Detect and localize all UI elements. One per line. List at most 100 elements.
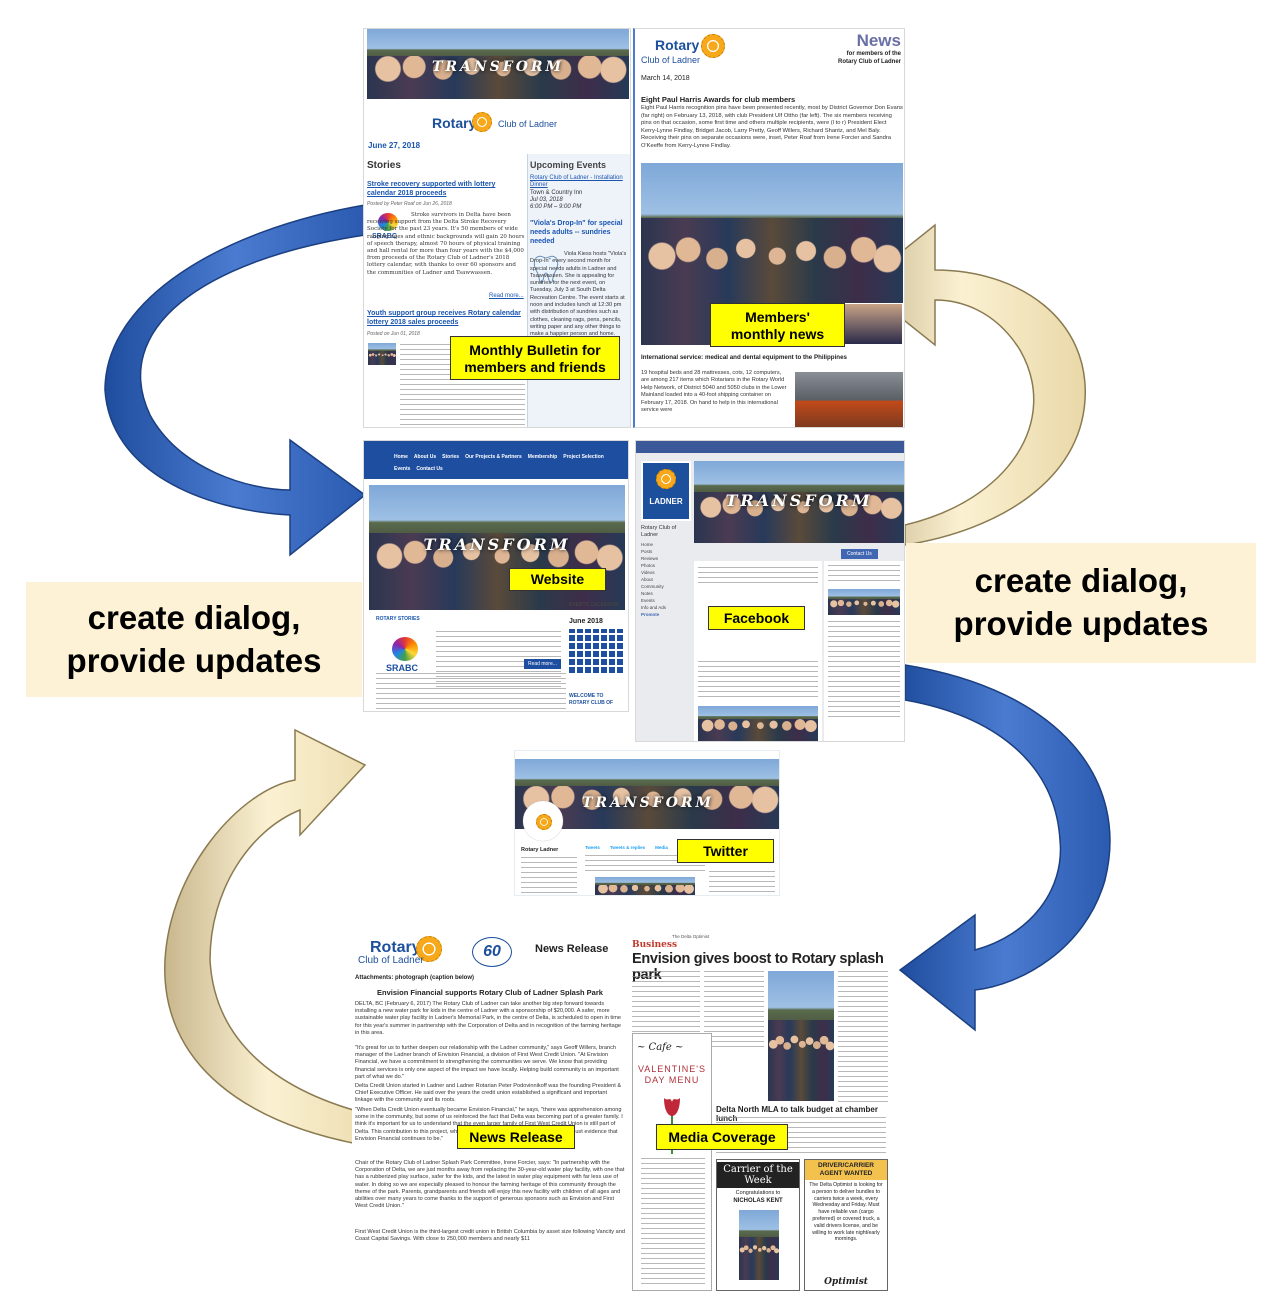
srabc-text: SRABC (372, 233, 397, 240)
twitter-tab-replies[interactable]: Tweets & replies (609, 845, 646, 850)
rotary-wheel-icon (472, 112, 492, 132)
website-welcome: WELCOME TO ROTARY CLUB OF (569, 693, 614, 706)
media-congrats: Congratulations to (735, 1190, 781, 1196)
news-body: Eight Paul Harris recognition pins have … (641, 105, 903, 149)
bulletin-story1-meta: Posted by Peter Roaf on Jun 26, 2018 (367, 201, 452, 207)
bulletin-rotary-logo: Rotary (432, 115, 477, 131)
bulletin-event1[interactable]: Rotary Club of Ladner - Installation Din… (530, 175, 623, 188)
fb-menu-about[interactable]: About (641, 577, 653, 582)
facebook-ladner: LADNER (649, 497, 683, 506)
media-ad-script: ~ Cafe ~ (637, 1042, 684, 1053)
website-banner-photo: TRANSFORM (369, 485, 625, 610)
anniversary-logo: 60 (472, 937, 512, 967)
nav-events[interactable]: Events (394, 466, 411, 472)
twitter-avatar (523, 801, 563, 841)
media-carrier-box: Carrier of the Week Congratulations to N… (716, 1159, 800, 1291)
fb-menu-community[interactable]: Community (641, 584, 664, 589)
news-body2: 19 hospital beds and 28 mattresses, cots… (641, 370, 787, 414)
website-calendar (569, 629, 623, 673)
facebook-menu: Home Posts Reviews Photos Videos About C… (641, 541, 691, 618)
left-dialog-text: create dialog, provide updates (66, 598, 322, 679)
fb-menu-photos[interactable]: Photos (641, 563, 656, 568)
twitter-tab-tweets[interactable]: Tweets (585, 845, 600, 850)
tooth-icon (532, 254, 560, 284)
nav-home[interactable]: Home (394, 454, 408, 460)
facebook-top-bar (636, 441, 904, 453)
bulletin-event1-time: 6:00 PM – 9:00 PM (530, 204, 582, 210)
fb-menu-videos[interactable]: Videos (641, 570, 655, 575)
news-rotary-logo: Rotary (655, 37, 700, 53)
website-events-label: EVENTS CALENDAR (569, 602, 619, 608)
bulletin-events-heading: Upcoming Events (530, 160, 607, 170)
right-dialog-text: create dialog, provide updates (953, 562, 1209, 642)
news-panel: Rotary Club of Ladner News for members o… (633, 28, 905, 428)
label-members-news: Members' monthly news (710, 303, 845, 347)
fb-menu-notes[interactable]: Notes (641, 591, 653, 596)
nav-stories[interactable]: Stories (442, 454, 460, 460)
label-website: Website (509, 568, 606, 591)
bulletin-story1-title[interactable]: Stroke recovery supported with lottery c… (367, 181, 496, 197)
bulletin-event2-title[interactable]: "Viola's Drop-In" for special needs adul… (530, 220, 623, 245)
facebook-logo-box: LADNER (641, 461, 691, 521)
news-headline2: International service: medical and denta… (641, 354, 847, 361)
bulletin-story2-meta: Posted on Jun 01, 2018 (367, 331, 420, 337)
nav-contact[interactable]: Contact Us (416, 466, 443, 472)
srabc-logo: SRABC (372, 213, 404, 243)
website-panel: Home About Us Stories Our Projects & Par… (363, 440, 629, 712)
release-heading: News Release (535, 943, 609, 955)
nav-project-selection[interactable]: Project Selection (563, 454, 604, 460)
fb-menu-promote[interactable]: Promote (641, 612, 660, 617)
release-p1: DELTA, BC (February 6, 2017) The Rotary … (355, 1001, 621, 1036)
website-stories-label: ROTARY STORIES (376, 616, 420, 622)
facebook-cover-photo: TRANSFORM (694, 461, 904, 543)
media-driver-text: The Delta Optimist is looking for a pers… (809, 1182, 883, 1243)
nav-projects[interactable]: Our Projects & Partners (465, 454, 522, 460)
bulletin-read-more[interactable]: Read more... (489, 293, 524, 299)
release-p3: Delta Credit Union started in Ladner and… (355, 1083, 622, 1104)
bulletin-panel: TRANSFORM Rotary Club of Ladner June 27,… (363, 28, 631, 428)
media-ad-title: VALENTINE'S DAY MENU (637, 1064, 707, 1085)
website-srabc-logo: SRABC (384, 637, 428, 675)
fb-menu-reviews[interactable]: Reviews (641, 556, 659, 561)
twitter-banner-text: TRANSFORM (581, 795, 715, 811)
label-bulletin: Monthly Bulletin for members and friends (450, 336, 620, 380)
twitter-tab-media[interactable]: Media (655, 845, 668, 850)
fb-menu-posts[interactable]: Posts (641, 549, 653, 554)
label-twitter: Twitter (677, 839, 774, 863)
fb-menu-events[interactable]: Events (641, 598, 655, 603)
label-news-release: News Release (457, 1125, 575, 1149)
bulletin-story1-text: Stroke survivors in Delta have been rece… (367, 212, 525, 276)
website-nav-items: Home About Us Stories Our Projects & Par… (394, 454, 624, 472)
fb-menu-info[interactable]: Info and Ads (641, 605, 667, 610)
facebook-feed (694, 561, 822, 741)
media-panel: The Delta Optimist Business Envision giv… (632, 933, 888, 1295)
arrow-bulletin-to-website (104, 204, 367, 557)
release-rotary-wheel-icon (416, 936, 442, 962)
twitter-name: Rotary Ladner (521, 847, 559, 853)
bulletin-stories-heading: Stories (367, 160, 401, 171)
bulletin-events-sidebar (527, 154, 630, 427)
twitter-rotary-wheel-icon (536, 814, 552, 830)
fb-menu-home[interactable]: Home (641, 542, 654, 547)
left-dialog-box: create dialog, provide updates (26, 582, 362, 697)
nav-membership[interactable]: Membership (527, 454, 558, 460)
website-read-more[interactable]: Read more... (524, 659, 561, 669)
twitter-tabs: Tweets Tweets & replies Media (585, 845, 668, 850)
bulletin-banner-photo: TRANSFORM (367, 29, 629, 99)
facebook-contact-button[interactable]: Contact Us (841, 549, 878, 559)
bulletin-event1-place: Town & Country Inn (530, 190, 583, 196)
bulletin-story2-title[interactable]: Youth support group receives Rotary cale… (367, 310, 521, 326)
release-rotary-logo: Rotary (370, 939, 421, 956)
media-carrier-name: NICHOLAS KENT (733, 1198, 783, 1204)
news-title: News (856, 31, 901, 50)
facebook-rotary-wheel-icon (656, 469, 676, 489)
bulletin-event2-text: Viola Kiess hosts "Viola's Drop-In" ever… (530, 251, 627, 338)
nav-about[interactable]: About Us (413, 454, 437, 460)
twitter-panel: TRANSFORM Rotary Ladner Tweets Tweets & … (514, 750, 780, 896)
arrow-facebook-to-news (858, 223, 1086, 546)
media-paper-name: The Delta Optimist (672, 934, 710, 939)
label-media-coverage: Media Coverage (656, 1124, 788, 1150)
facebook-banner-text: TRANSFORM (725, 491, 873, 510)
news-container-photo (795, 372, 903, 427)
